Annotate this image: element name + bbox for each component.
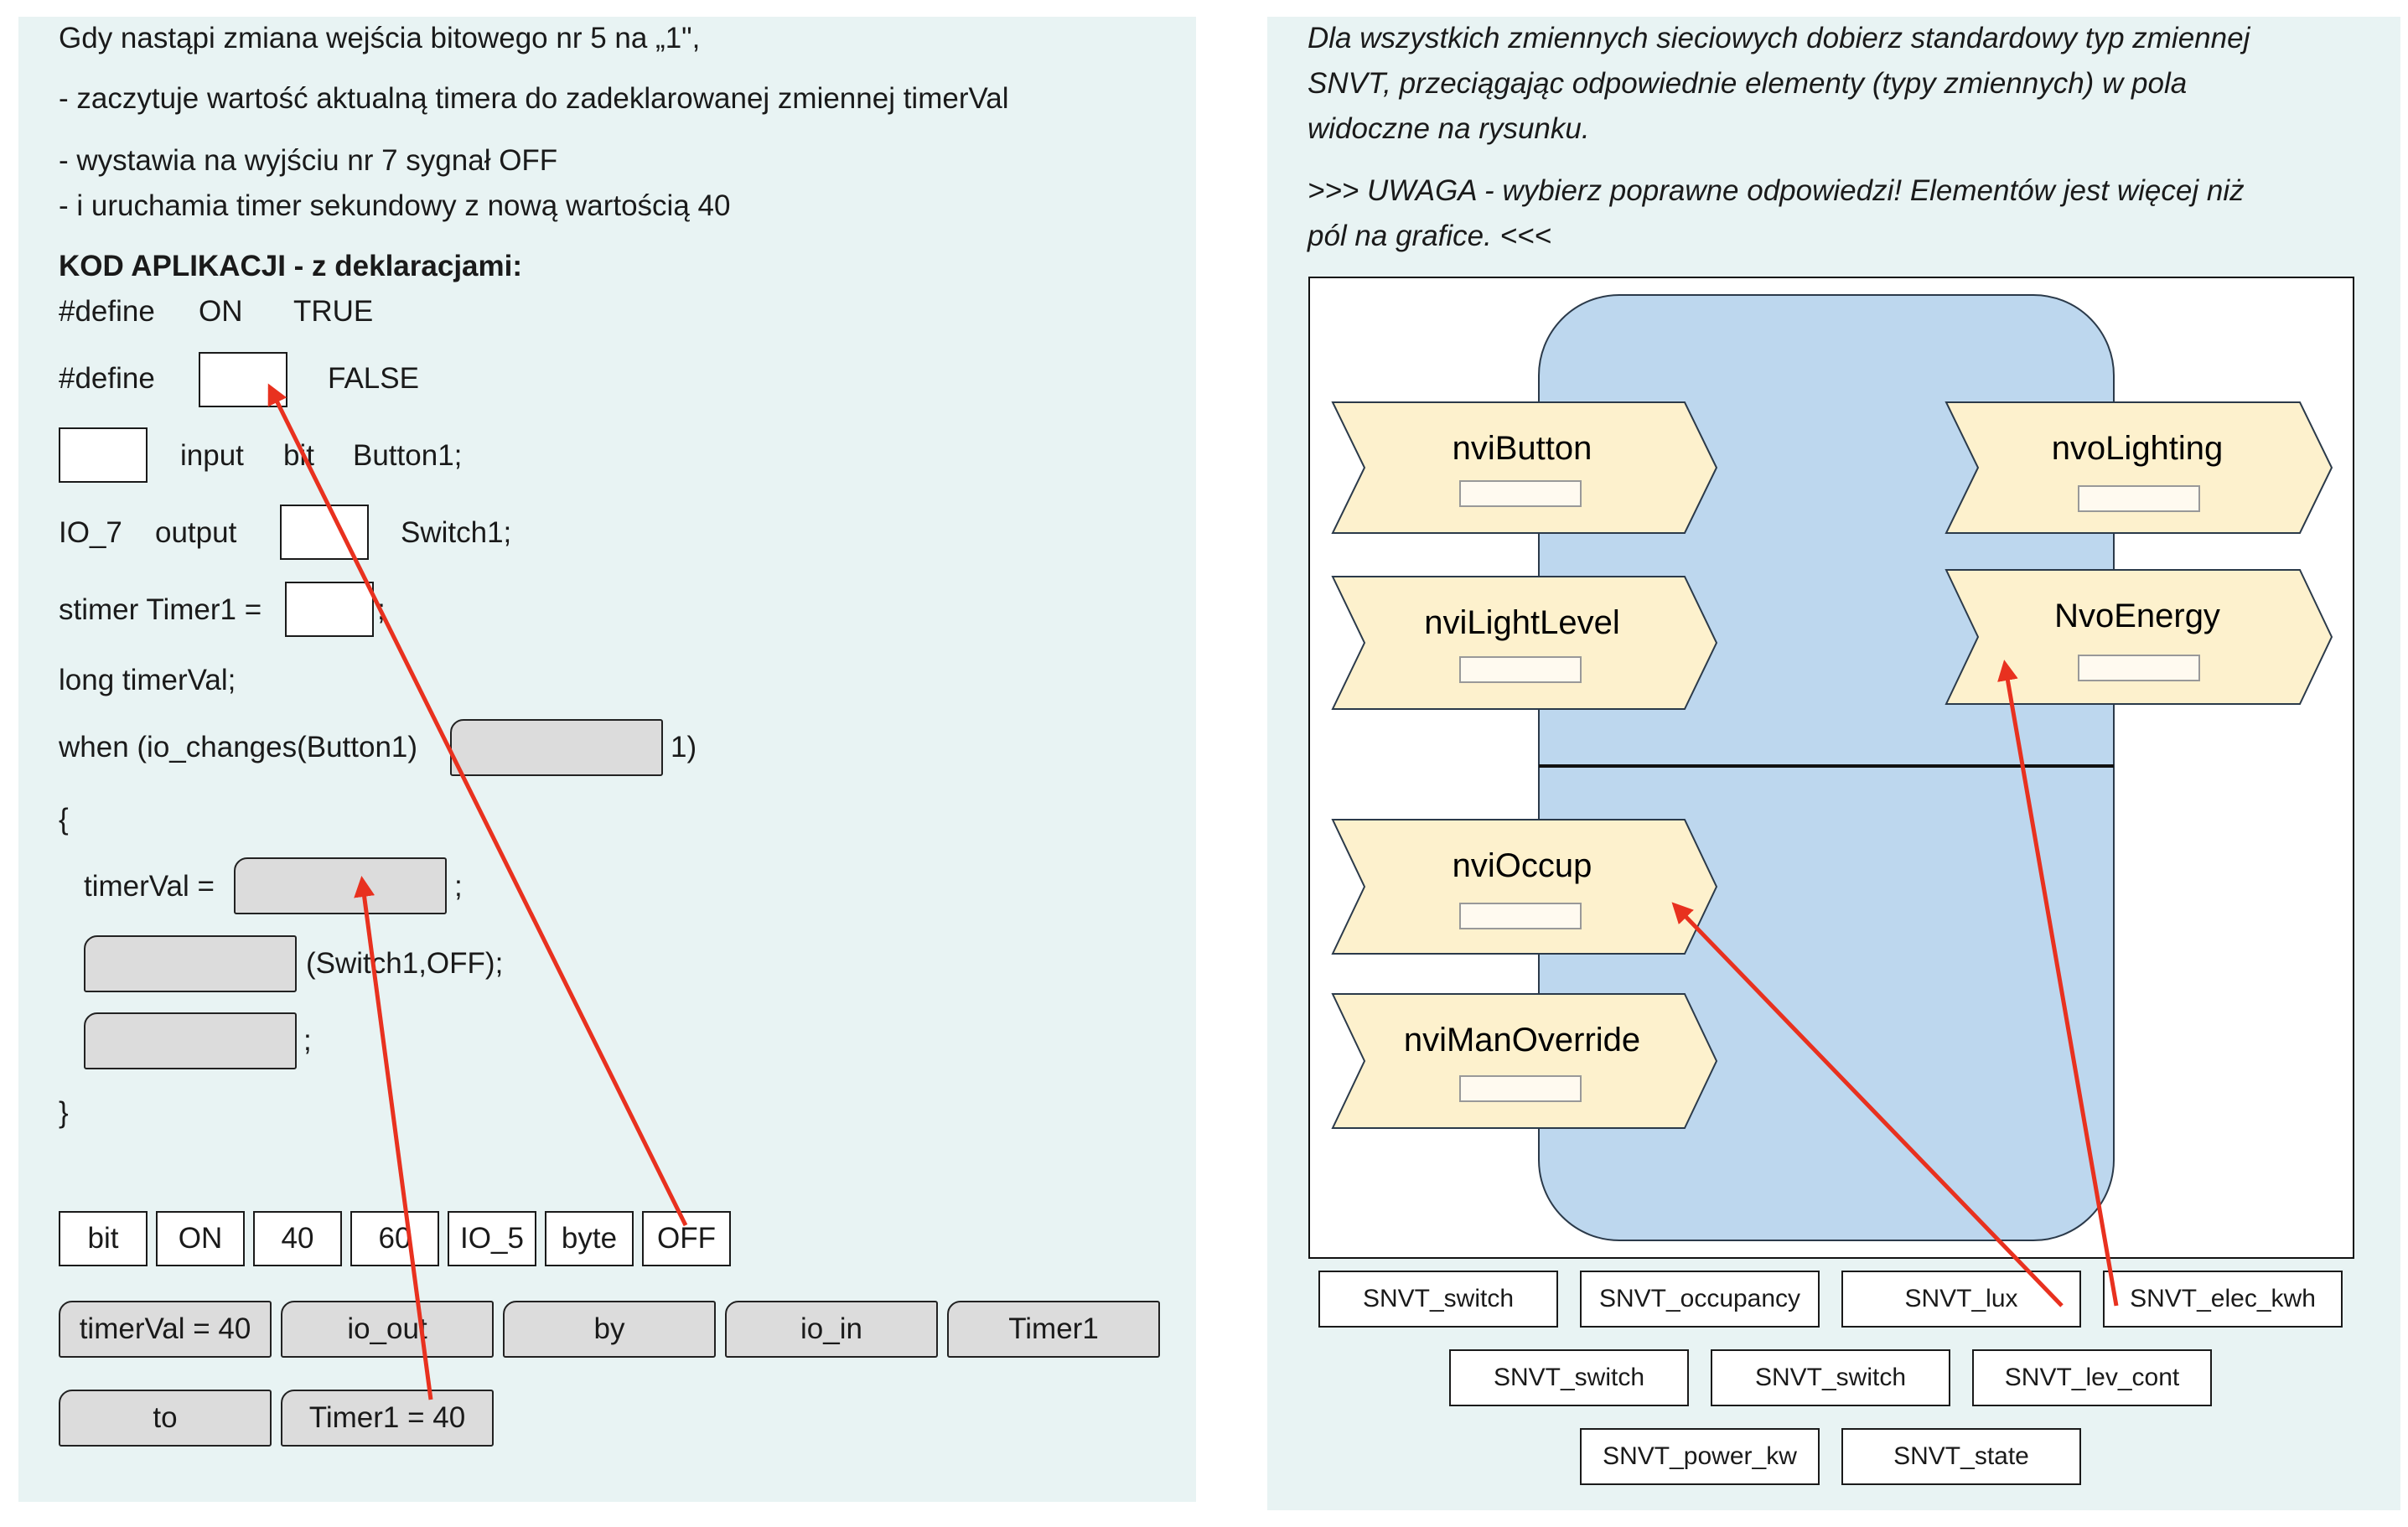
code-define-true: TRUE bbox=[293, 295, 374, 328]
code-define-keyword: #define bbox=[59, 295, 155, 328]
instructions-line-3: widoczne na rysunku. bbox=[1308, 112, 1590, 145]
code-define-false: FALSE bbox=[328, 362, 419, 395]
code-heading: KOD APLIKACJI - z deklaracjami: bbox=[59, 250, 523, 282]
warning-line-2: pól na grafice. <<< bbox=[1308, 220, 1551, 252]
token-io5[interactable]: IO_5 bbox=[448, 1211, 536, 1266]
code-button1: Button1; bbox=[353, 439, 463, 472]
slot-stimer-value[interactable] bbox=[285, 582, 374, 637]
token-on[interactable]: ON bbox=[156, 1211, 245, 1266]
code-close-brace: } bbox=[59, 1096, 69, 1129]
task-step-3: - i uruchamia timer sekundowy z nową war… bbox=[59, 189, 731, 222]
token-timer1-40[interactable]: Timer1 = 40 bbox=[281, 1390, 494, 1447]
snvt-option-switch-2[interactable]: SNVT_switch bbox=[1449, 1349, 1689, 1406]
code-bit-keyword: bit bbox=[283, 439, 314, 472]
code-timerval-semicolon: ; bbox=[454, 870, 463, 903]
snvt-option-state[interactable]: SNVT_state bbox=[1841, 1428, 2081, 1485]
code-stimer-semicolon: ; bbox=[377, 593, 386, 626]
dropzone-io-out[interactable] bbox=[84, 935, 297, 992]
functional-block-diagram bbox=[1308, 277, 2354, 1259]
token-bit[interactable]: bit bbox=[59, 1211, 148, 1266]
token-to[interactable]: to bbox=[59, 1390, 272, 1447]
slot-output-type[interactable] bbox=[280, 505, 369, 560]
token-timerval-40[interactable]: timerVal = 40 bbox=[59, 1301, 272, 1358]
token-off[interactable]: OFF bbox=[642, 1211, 731, 1266]
snvt-option-switch-3[interactable]: SNVT_switch bbox=[1711, 1349, 1950, 1406]
token-io-in[interactable]: io_in bbox=[725, 1301, 938, 1358]
task-intro: Gdy nastąpi zmiana wejścia bitowego nr 5… bbox=[59, 22, 701, 54]
instructions-line-1: Dla wszystkich zmiennych sieciowych dobi… bbox=[1308, 22, 2250, 54]
code-long-timerval: long timerVal; bbox=[59, 664, 236, 696]
slot-define-off[interactable] bbox=[199, 352, 287, 407]
code-io7: IO_7 bbox=[59, 516, 122, 549]
task-step-1: - zaczytuje wartość aktualną timera do z… bbox=[59, 82, 1009, 115]
token-io-out[interactable]: io_out bbox=[281, 1301, 494, 1358]
dropzone-timerval[interactable] bbox=[234, 857, 447, 914]
code-define-keyword-2: #define bbox=[59, 362, 155, 395]
slot-input-pin[interactable] bbox=[59, 427, 148, 483]
snvt-option-occupancy[interactable]: SNVT_occupancy bbox=[1580, 1271, 1820, 1328]
code-input-keyword: input bbox=[180, 439, 244, 472]
code-output-keyword: output bbox=[155, 516, 237, 549]
token-timer1[interactable]: Timer1 bbox=[947, 1301, 1160, 1358]
snvt-option-lux[interactable]: SNVT_lux bbox=[1841, 1271, 2081, 1328]
dropzone-timer-start[interactable] bbox=[84, 1012, 297, 1069]
snvt-option-lev-cont[interactable]: SNVT_lev_cont bbox=[1972, 1349, 2212, 1406]
token-60[interactable]: 60 bbox=[350, 1211, 439, 1266]
token-byte[interactable]: byte bbox=[545, 1211, 634, 1266]
code-stimer: stimer Timer1 = bbox=[59, 593, 262, 626]
token-40[interactable]: 40 bbox=[253, 1211, 342, 1266]
code-switch-off: (Switch1,OFF); bbox=[306, 947, 504, 980]
token-by[interactable]: by bbox=[503, 1301, 716, 1358]
task-step-2: - wystawia na wyjściu nr 7 sygnał OFF bbox=[59, 144, 558, 177]
code-define-on: ON bbox=[199, 295, 243, 328]
code-switch1: Switch1; bbox=[401, 516, 512, 549]
code-open-brace: { bbox=[59, 803, 69, 836]
code-timerval-assign: timerVal = bbox=[84, 870, 215, 903]
code-semicolon: ; bbox=[303, 1024, 312, 1057]
snvt-option-power-kw[interactable]: SNVT_power_kw bbox=[1580, 1428, 1820, 1485]
warning-line-1: >>> UWAGA - wybierz poprawne odpowiedzi!… bbox=[1308, 174, 2245, 207]
code-when: when (io_changes(Button1) bbox=[59, 731, 418, 764]
snvt-option-elec-kwh[interactable]: SNVT_elec_kwh bbox=[2103, 1271, 2343, 1328]
dropzone-when-operator[interactable] bbox=[450, 719, 663, 776]
instructions-line-2: SNVT, przeciągając odpowiednie elementy … bbox=[1308, 67, 2188, 100]
code-when-end: 1) bbox=[671, 731, 697, 764]
snvt-option-switch-1[interactable]: SNVT_switch bbox=[1318, 1271, 1558, 1328]
